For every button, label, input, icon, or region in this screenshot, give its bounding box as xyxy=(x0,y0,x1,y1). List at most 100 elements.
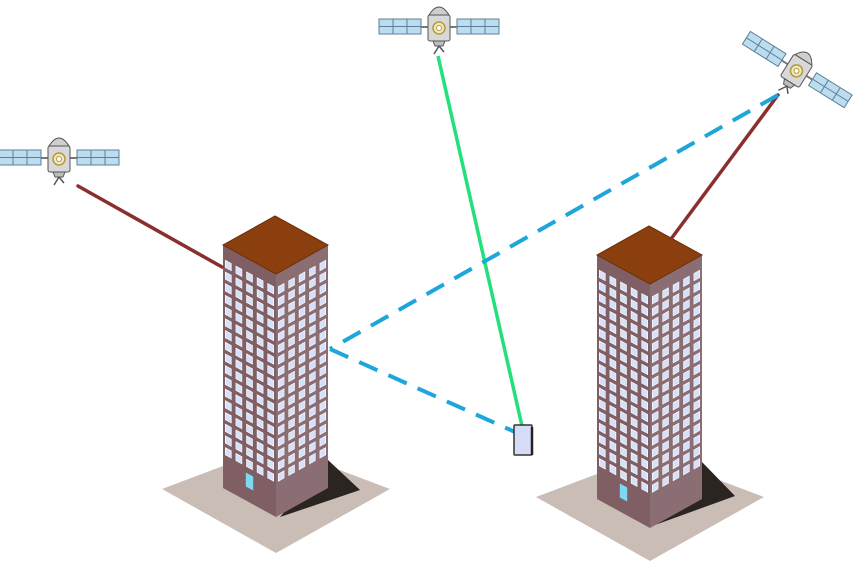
window xyxy=(267,376,275,389)
window xyxy=(662,357,669,370)
window xyxy=(620,293,627,305)
window xyxy=(235,277,243,289)
window xyxy=(298,435,306,447)
window xyxy=(662,310,669,323)
window xyxy=(693,422,701,435)
window xyxy=(319,400,327,412)
window xyxy=(651,339,659,352)
window xyxy=(309,312,316,324)
window xyxy=(683,440,690,452)
window xyxy=(277,458,285,471)
window xyxy=(641,410,649,423)
window xyxy=(298,271,306,283)
window xyxy=(641,316,649,329)
window xyxy=(267,364,275,377)
window xyxy=(609,334,617,346)
window xyxy=(235,335,243,348)
window xyxy=(630,287,638,299)
window xyxy=(225,294,232,307)
window xyxy=(288,288,295,301)
window xyxy=(267,318,275,330)
window xyxy=(277,435,285,447)
window xyxy=(693,281,701,294)
window xyxy=(267,353,275,365)
window xyxy=(319,423,327,436)
window xyxy=(662,393,669,405)
window xyxy=(693,305,701,317)
satellite-icon xyxy=(378,6,500,55)
window xyxy=(609,393,617,405)
window xyxy=(298,446,306,459)
window xyxy=(651,351,659,364)
window xyxy=(620,304,627,317)
window xyxy=(225,388,232,401)
window xyxy=(235,347,243,360)
window xyxy=(609,275,617,288)
window xyxy=(630,428,638,440)
window xyxy=(319,306,327,319)
window xyxy=(672,316,680,329)
window xyxy=(651,292,659,305)
window xyxy=(267,294,275,307)
window xyxy=(246,353,253,365)
phone-icon xyxy=(513,424,533,456)
window xyxy=(267,435,275,447)
window xyxy=(277,318,285,330)
window xyxy=(662,369,669,382)
satellite-top xyxy=(378,6,500,55)
window xyxy=(641,434,649,446)
window xyxy=(609,322,617,335)
window xyxy=(277,399,285,412)
window xyxy=(662,451,669,464)
window xyxy=(609,440,617,452)
window xyxy=(693,375,701,388)
window xyxy=(309,300,316,313)
window xyxy=(598,316,606,329)
window xyxy=(309,277,316,289)
window xyxy=(630,451,638,464)
window xyxy=(298,283,306,295)
window xyxy=(620,398,627,411)
window xyxy=(630,404,638,417)
window xyxy=(651,481,659,493)
roof xyxy=(221,215,330,275)
window xyxy=(641,375,649,387)
roof xyxy=(595,225,704,285)
window xyxy=(683,404,690,417)
window xyxy=(641,339,649,352)
window xyxy=(630,381,638,393)
window xyxy=(246,271,253,283)
window xyxy=(225,306,232,319)
window xyxy=(309,265,316,278)
window xyxy=(256,300,264,313)
window xyxy=(630,463,638,476)
window xyxy=(256,452,264,465)
window xyxy=(598,375,606,388)
window xyxy=(288,359,295,371)
window xyxy=(641,387,649,399)
window xyxy=(256,312,264,324)
window xyxy=(620,351,627,364)
window xyxy=(319,388,327,401)
window xyxy=(662,416,669,429)
window xyxy=(651,469,659,482)
building-left xyxy=(221,215,330,517)
window xyxy=(672,281,680,293)
window xyxy=(309,288,316,301)
window xyxy=(225,329,232,342)
window xyxy=(641,398,649,411)
window xyxy=(319,271,327,284)
signal-right-blocked xyxy=(669,93,780,241)
window xyxy=(693,340,701,352)
window xyxy=(309,452,316,465)
window xyxy=(256,323,264,336)
window xyxy=(235,452,243,465)
window xyxy=(288,300,295,313)
window xyxy=(651,457,659,470)
window xyxy=(309,441,316,453)
window xyxy=(662,287,669,299)
window xyxy=(651,445,659,458)
window xyxy=(683,357,690,370)
window xyxy=(672,469,680,482)
